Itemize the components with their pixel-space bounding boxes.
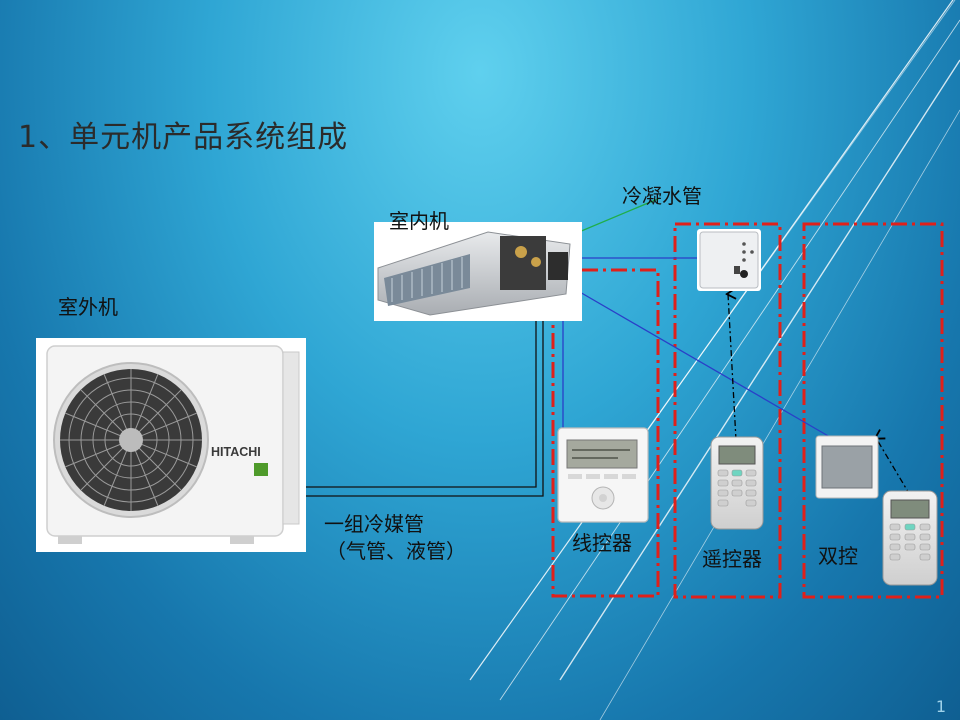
condensate-pipe-label: 冷凝水管 — [622, 184, 702, 208]
outdoor-unit-image: HITACHI — [36, 338, 306, 552]
outdoor-unit-brand-logo: HITACHI — [211, 445, 261, 459]
ir-signal-arrows — [728, 294, 911, 496]
refrigerant-pipes — [298, 285, 544, 497]
remote-receiver-panel-image — [697, 229, 761, 291]
remote-controller-label: 遥控器 — [702, 547, 762, 571]
remote-controller-box — [673, 222, 782, 599]
handheld-remote-image — [710, 436, 764, 530]
indoor-unit-image — [374, 222, 582, 321]
outdoor-unit-label: 室外机 — [58, 295, 118, 319]
dual-control-box — [802, 222, 944, 599]
wired-controller-box — [551, 268, 660, 598]
wired-controller-image — [557, 427, 649, 523]
refrigerant-pipe-sublabel: （气管、液管） — [326, 539, 466, 563]
slide-title: 1、单元机产品系统组成 — [18, 120, 349, 155]
dashed-group-boxes — [551, 222, 944, 599]
indoor-unit-label: 室内机 — [389, 209, 449, 233]
refrigerant-pipe-label: 一组冷媒管 — [324, 512, 424, 536]
slide-page-number: 1 — [935, 697, 946, 716]
dual-control-label: 双控 — [818, 544, 858, 568]
wired-controller-label: 线控器 — [572, 531, 632, 555]
dual-control-remote-image — [882, 490, 938, 586]
dual-control-panel-image — [815, 435, 879, 499]
